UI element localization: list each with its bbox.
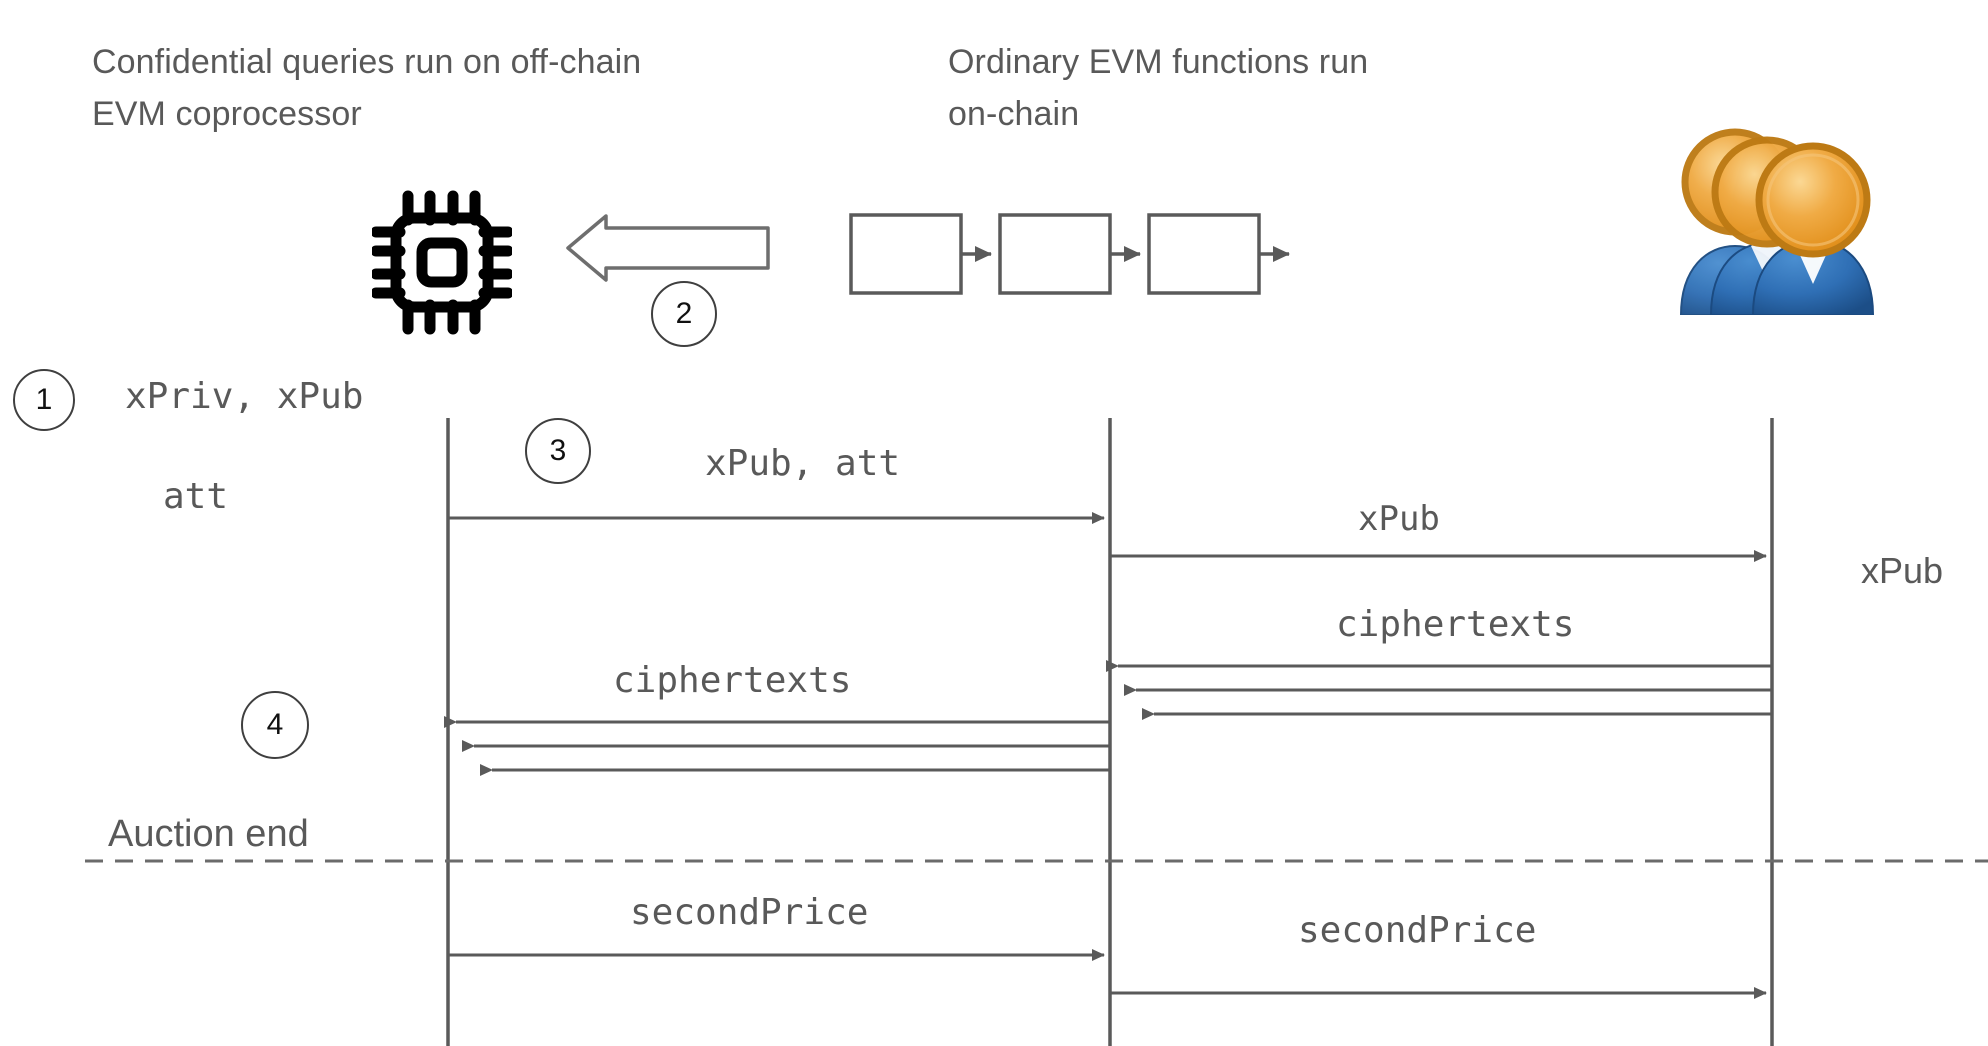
label-second-price-right: secondPrice [1298,910,1537,951]
arrow-group-ciphertexts-left [444,716,1110,776]
label-xpub-bidders: xPub [1861,550,1944,591]
header-left-coprocessor: Confidential queries run on off-chain EV… [92,43,642,133]
label-second-price-left: secondPrice [630,892,869,933]
label-ciphertexts-right: ciphertexts [1336,604,1575,645]
header-right-onchain: Ordinary EVM functions run on-chain [948,43,1369,133]
blockchain-blocks [849,213,1290,295]
lifelines [446,418,1774,1046]
arrow-group-ciphertexts-right [1106,660,1772,720]
label-attestation: att [163,476,229,517]
label-xpub-chain: xPub [1358,499,1440,539]
label-keypair: xPriv, xPub [125,376,364,417]
step-marker-3[interactable]: 3 [525,418,591,484]
step-marker-3-label: 3 [549,434,567,467]
step-marker-1-label: 1 [35,383,53,416]
block-arrow-left-icon [566,214,770,282]
step-marker-2-label: 2 [675,297,693,330]
step-marker-4-label: 4 [266,708,284,741]
label-xpub-att: xPub, att [705,443,901,484]
step-marker-1[interactable]: 1 [13,369,75,431]
users-group-icon [1655,100,1905,316]
step-marker-4[interactable]: 4 [241,691,309,759]
cpu-chip-icon [370,190,514,335]
label-ciphertexts-left: ciphertexts [613,660,852,701]
step-marker-2[interactable]: 2 [651,281,717,347]
label-auction-end: Auction end [108,813,309,855]
